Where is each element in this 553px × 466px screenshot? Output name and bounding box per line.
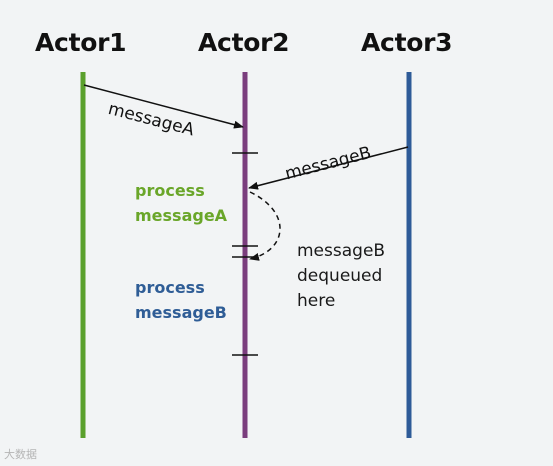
process-message-b-note: process messageB <box>135 275 227 325</box>
note-line: messageB <box>297 241 386 261</box>
note-line: here <box>297 291 336 311</box>
note-line: messageB <box>135 303 227 322</box>
dequeued-note: messageB dequeued here <box>297 239 385 314</box>
actor1-title: Actor1 <box>35 28 127 57</box>
message-a-arrow <box>83 84 244 129</box>
watermark: 大数据 <box>4 448 37 461</box>
note-line: process <box>135 181 205 200</box>
message-b-arrow <box>248 146 409 190</box>
actor3-title: Actor3 <box>361 28 453 57</box>
note-line: process <box>135 278 205 297</box>
note-line: dequeued <box>297 266 383 286</box>
note-line: messageA <box>135 206 228 225</box>
actor2-title: Actor2 <box>198 28 290 57</box>
process-message-a-note: process messageA <box>135 178 227 228</box>
dequeue-dashed-arrow <box>249 191 281 261</box>
